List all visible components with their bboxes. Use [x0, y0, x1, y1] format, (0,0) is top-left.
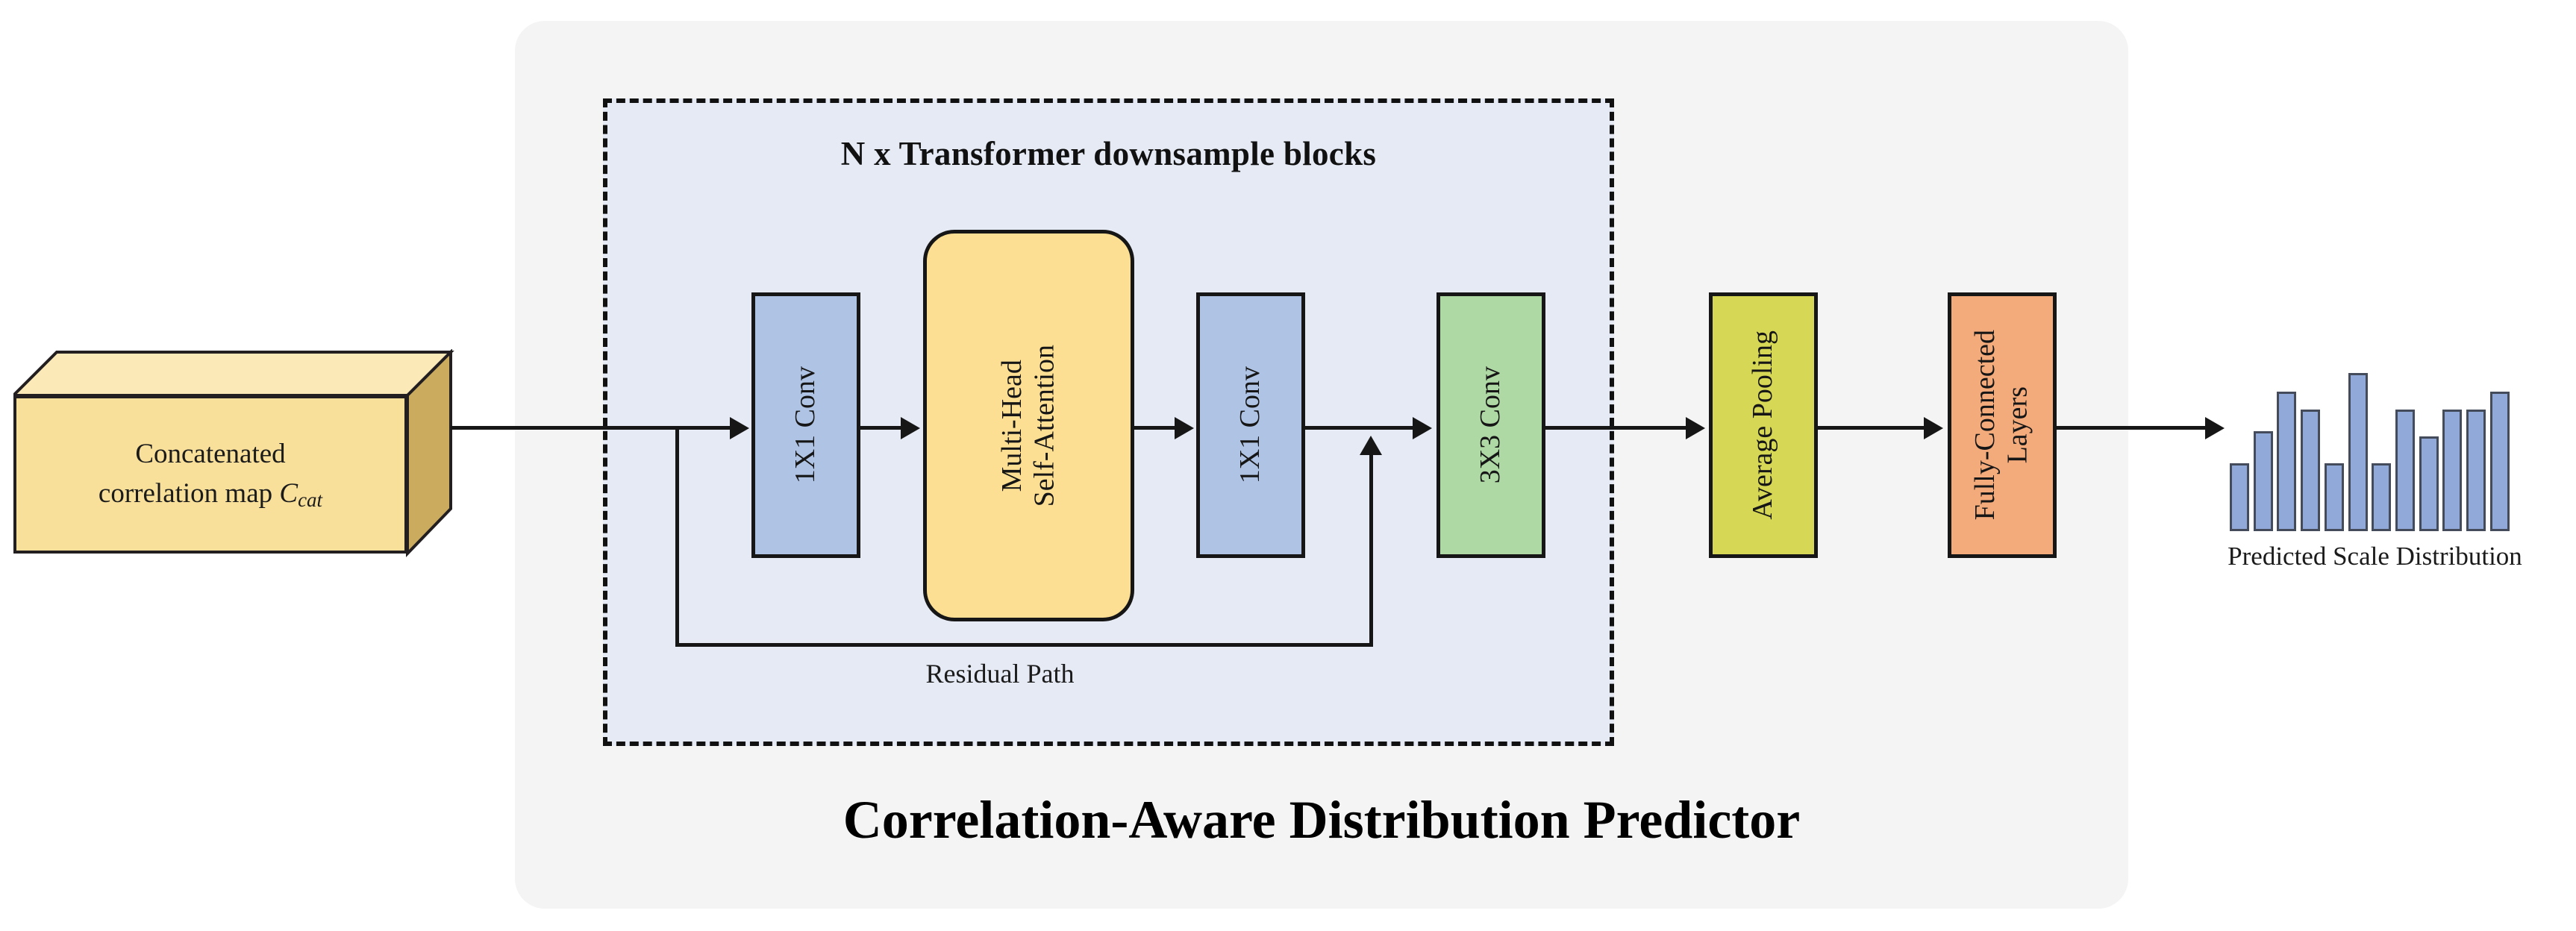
arrow-avgpool-to-fc [1924, 417, 1943, 439]
block-fully-connected-layers-label: Fully-Connected Layers [1969, 330, 2033, 521]
connector-mhsa-to-conv2 [1134, 426, 1179, 430]
connector-input-to-conv1 [451, 426, 731, 430]
block-multi-head-self-attention[interactable]: Multi-Head Self-Attention [923, 230, 1134, 621]
predicted-scale-distribution-chart [2230, 373, 2521, 531]
arrow-conv2-to-conv3x3 [1413, 417, 1432, 439]
block-multi-head-self-attention-label: Multi-Head Self-Attention [995, 344, 1060, 507]
histogram-bar [2372, 463, 2392, 531]
block-fully-connected-layers[interactable]: Fully-Connected Layers [1948, 292, 2057, 558]
arrow-input-to-conv1 [730, 417, 749, 439]
connector-fc-to-output [2057, 426, 2208, 430]
residual-path-label: Residual Path [925, 659, 1075, 689]
histogram-bar [2442, 410, 2463, 531]
connector-conv3x3-to-avgpool [1545, 426, 1689, 430]
histogram-bar [2489, 392, 2510, 531]
residual-path-up-segment [1369, 454, 1373, 646]
block-conv1x1-b-label: 1X1 Conv [1234, 366, 1266, 484]
histogram-bar [2419, 436, 2439, 531]
histogram-bar [2301, 410, 2321, 531]
histogram-bar [2348, 373, 2368, 531]
input-symbol-subscript: cat [298, 489, 323, 512]
predicted-scale-distribution-label: Predicted Scale Distribution [2228, 542, 2522, 571]
arrow-conv1-to-mhsa [901, 417, 920, 439]
page-title: Correlation-Aware Distribution Predictor [842, 790, 1801, 850]
arrow-fc-to-output [2205, 417, 2225, 439]
input-correlation-map-cube: Concatenated correlation map Ccat [13, 349, 476, 565]
connector-conv2-to-conv3x3 [1305, 426, 1416, 430]
histogram-bar [2466, 410, 2486, 531]
histogram-bar [2253, 431, 2273, 531]
connector-conv1-to-mhsa [860, 426, 905, 430]
block-conv1x1-b[interactable]: 1X1 Conv [1196, 292, 1305, 558]
cube-front-face: Concatenated correlation map Ccat [13, 395, 407, 554]
block-conv1x1-a-label: 1X1 Conv [790, 366, 822, 484]
input-symbol: C [279, 478, 298, 510]
input-label-line2: correlation map [98, 478, 280, 510]
connector-avgpool-to-fc [1818, 426, 1927, 430]
block-conv3x3-label: 3X3 Conv [1475, 366, 1507, 484]
block-conv3x3[interactable]: 3X3 Conv [1437, 292, 1545, 558]
block-average-pooling[interactable]: Average Pooling [1709, 292, 1818, 558]
transformer-group-title: N x Transformer downsample blocks [840, 135, 1377, 172]
arrow-mhsa-to-conv2 [1175, 417, 1194, 439]
histogram-bar [2230, 463, 2249, 531]
arrow-residual-merge [1360, 436, 1382, 455]
histogram-bar [2395, 410, 2415, 531]
input-label-line1: Concatenated [135, 438, 286, 469]
block-average-pooling-label: Average Pooling [1747, 330, 1779, 520]
residual-path-horizontal-segment [675, 643, 1373, 647]
histogram-bar [2324, 463, 2344, 531]
residual-path-down-segment [675, 426, 679, 647]
histogram-bar [2277, 392, 2297, 531]
block-conv1x1-a[interactable]: 1X1 Conv [751, 292, 860, 558]
arrow-conv3x3-to-avgpool [1686, 417, 1705, 439]
